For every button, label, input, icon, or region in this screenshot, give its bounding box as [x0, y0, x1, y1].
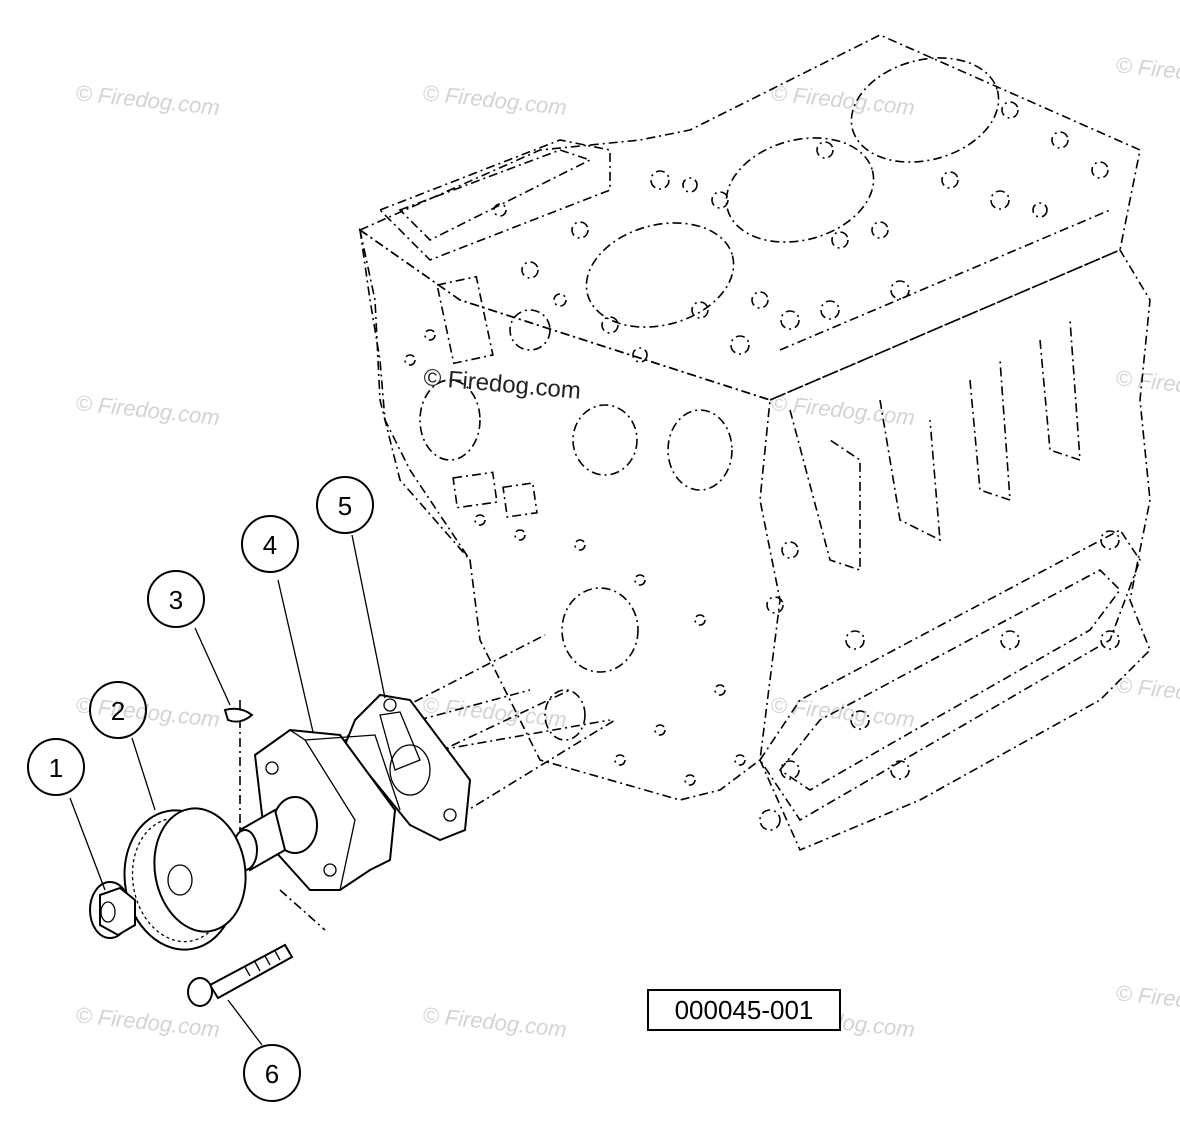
engine-block — [358, 34, 1151, 852]
watermark: © Firedog.com — [1114, 980, 1180, 1020]
callout-1: 1 — [27, 738, 85, 796]
watermark: © Firedog.com — [74, 692, 220, 732]
callout-6: 6 — [243, 1044, 301, 1102]
callout-3: 3 — [147, 570, 205, 628]
watermark: © Firedog.com — [74, 80, 220, 120]
callout-number: 1 — [49, 753, 63, 783]
watermark: © Firedog.com — [74, 1002, 220, 1042]
watermark: © Firedog.com — [1114, 672, 1180, 712]
callout-number: 4 — [263, 530, 277, 560]
watermark: © Firedog.com — [74, 390, 220, 430]
callout-5: 5 — [316, 476, 374, 534]
callout-number: 5 — [338, 491, 352, 521]
center-watermark: © Firedog.com — [422, 364, 581, 405]
watermark: © Firedog.com — [1114, 365, 1180, 405]
callout-number: 3 — [169, 585, 183, 615]
drive-gear — [123, 807, 247, 951]
watermark: © Firedog.com — [1114, 52, 1180, 92]
leader-lines — [69, 534, 386, 1046]
woodruff-key — [223, 707, 254, 723]
watermark: © Firedog.com — [769, 80, 915, 120]
callout-4: 4 — [241, 515, 299, 573]
callout-number: 2 — [111, 696, 125, 726]
reference-code-box: 000045-001 — [647, 989, 841, 1031]
watermark: © Firedog.com — [769, 390, 915, 430]
bolt — [187, 943, 294, 1007]
flange-nut — [89, 881, 136, 939]
watermark: © Firedog.com — [421, 1002, 567, 1042]
callout-number: 6 — [265, 1059, 279, 1089]
watermark: © Firedog.com — [421, 80, 567, 120]
oil-pump — [232, 728, 401, 891]
callout-2: 2 — [89, 681, 147, 739]
watermark: © Firedog.com — [421, 692, 567, 732]
reference-code: 000045-001 — [675, 995, 814, 1025]
